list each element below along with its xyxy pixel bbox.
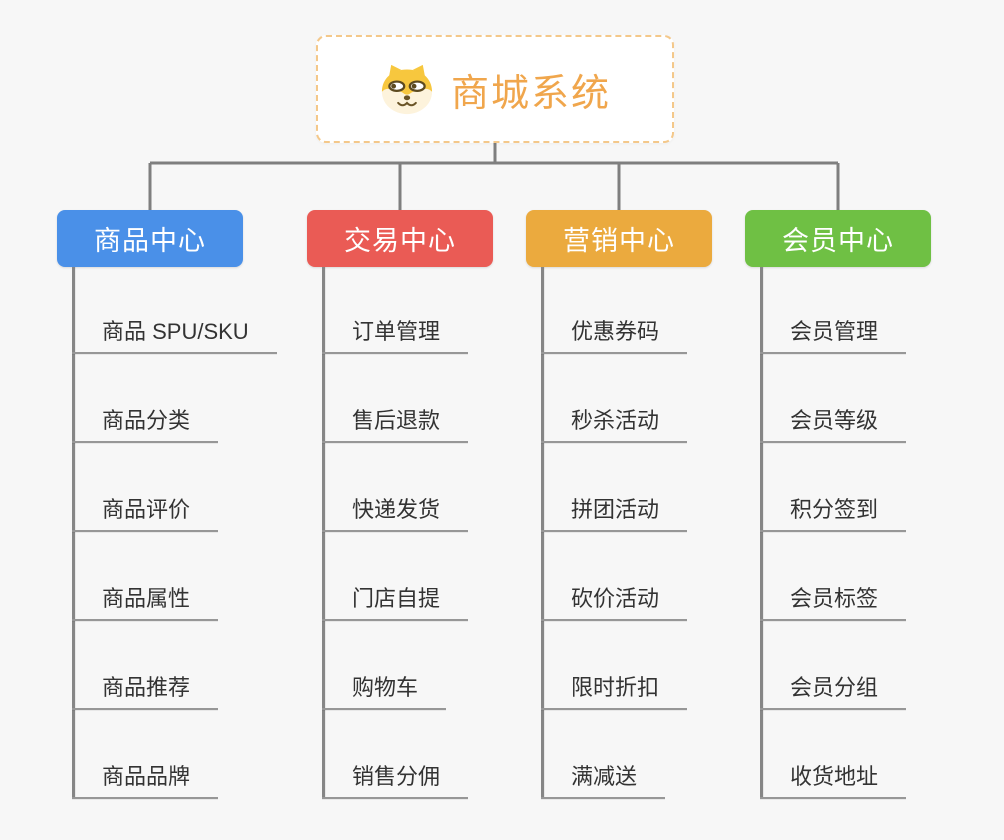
topic-item[interactable]: 积分签到 <box>760 490 907 532</box>
topic-item[interactable]: 拼团活动 <box>541 490 688 532</box>
shiba-dog-icon <box>381 64 433 115</box>
root-title: 商城系统 <box>450 72 611 115</box>
topic-item[interactable]: 门店自提 <box>322 579 469 621</box>
topic-item[interactable]: 会员等级 <box>760 401 907 443</box>
root-node[interactable]: 商城系统 <box>316 35 674 143</box>
branch-trunk-line <box>72 267 75 798</box>
topic-item[interactable]: 会员标签 <box>760 579 907 621</box>
topic-item[interactable]: 收货地址 <box>760 757 907 799</box>
branch-header-marketing-center[interactable]: 营销中心 <box>526 210 712 267</box>
topic-item-label: 积分签到 <box>790 497 879 522</box>
topic-item-label: 限时折扣 <box>571 675 660 700</box>
topic-item-label: 满减送 <box>571 764 638 789</box>
topic-item[interactable]: 会员管理 <box>760 312 907 354</box>
topic-item[interactable]: 满减送 <box>541 757 666 799</box>
branch-label-product-center: 商品中心 <box>94 226 206 256</box>
branch-trunk-line <box>322 267 325 798</box>
topic-item[interactable]: 商品品牌 <box>72 757 219 799</box>
branch-header-member-center[interactable]: 会员中心 <box>745 210 931 267</box>
topic-item[interactable]: 会员分组 <box>760 668 907 710</box>
branch-label-marketing-center: 营销中心 <box>563 226 675 256</box>
topic-item-label: 售后退款 <box>352 408 441 433</box>
topic-item-label: 会员等级 <box>790 408 879 433</box>
topic-item-label: 会员管理 <box>790 319 879 344</box>
topic-item[interactable]: 商品分类 <box>72 401 219 443</box>
branch-label-member-center: 会员中心 <box>782 226 894 256</box>
topic-item[interactable]: 优惠券码 <box>541 312 688 354</box>
topic-item-label: 秒杀活动 <box>571 408 660 433</box>
topic-item[interactable]: 商品属性 <box>72 579 219 621</box>
topic-item-label: 商品 SPU/SKU <box>102 319 249 344</box>
topic-item[interactable]: 商品 SPU/SKU <box>72 312 277 354</box>
topic-item-label: 会员标签 <box>790 586 879 611</box>
branch-label-trade-center: 交易中心 <box>344 226 456 256</box>
topic-item-label: 快递发货 <box>352 497 441 522</box>
topic-item-label: 商品分类 <box>102 408 191 433</box>
topic-item-label: 收货地址 <box>790 764 879 789</box>
topic-item[interactable]: 限时折扣 <box>541 668 688 710</box>
topic-item[interactable]: 商品评价 <box>72 490 219 532</box>
topic-item-label: 门店自提 <box>352 586 441 611</box>
topic-item-label: 拼团活动 <box>571 497 660 522</box>
topic-item[interactable]: 销售分佣 <box>322 757 469 799</box>
topic-item-label: 商品推荐 <box>102 675 191 700</box>
topic-item-label: 销售分佣 <box>352 764 441 789</box>
branch-header-trade-center[interactable]: 交易中心 <box>307 210 493 267</box>
topic-item-label: 商品品牌 <box>102 764 191 789</box>
topic-item[interactable]: 秒杀活动 <box>541 401 688 443</box>
topic-item[interactable]: 售后退款 <box>322 401 469 443</box>
branch-trunk-line <box>760 267 763 798</box>
topic-item-label: 购物车 <box>352 675 419 700</box>
topic-item-label: 订单管理 <box>352 319 441 344</box>
topic-item[interactable]: 购物车 <box>322 668 447 710</box>
topic-item[interactable]: 砍价活动 <box>541 579 688 621</box>
topic-item-label: 优惠券码 <box>571 319 660 344</box>
branch-header-product-center[interactable]: 商品中心 <box>57 210 243 267</box>
topic-item-label: 砍价活动 <box>571 586 660 611</box>
topic-item-label: 商品评价 <box>102 497 191 522</box>
branch-trunk-line <box>541 267 544 798</box>
topic-item-label: 商品属性 <box>102 586 191 611</box>
topic-item[interactable]: 快递发货 <box>322 490 469 532</box>
topic-item-label: 会员分组 <box>790 675 879 700</box>
topic-item[interactable]: 商品推荐 <box>72 668 219 710</box>
topic-item[interactable]: 订单管理 <box>322 312 469 354</box>
